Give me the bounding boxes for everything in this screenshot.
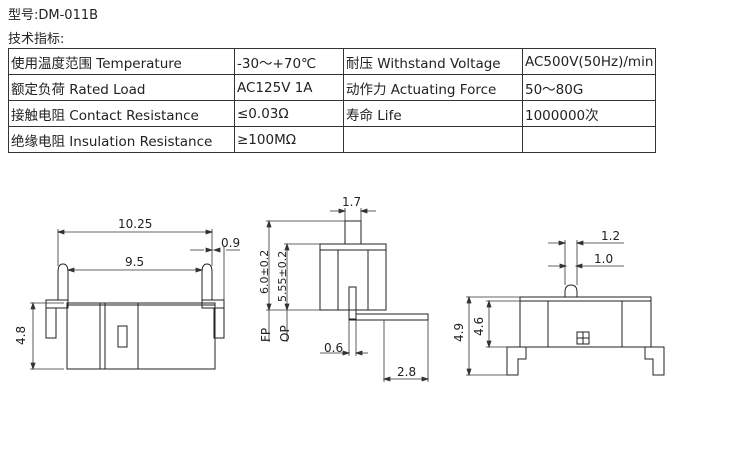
label-op: OP	[278, 325, 292, 342]
spec-cell: 使用温度范围 Temperature	[8, 48, 235, 75]
table-row: 绝缘电阻 Insulation Resistance ≥100MΩ	[8, 126, 657, 153]
spec-cell: AC125V 1A	[234, 74, 344, 101]
dim-overall-width: 10.25	[118, 217, 152, 231]
table-row: 使用温度范围 Temperature -30～+70℃ 耐压 Withstand…	[8, 48, 657, 75]
dim-operating-position: 5.55±0.2	[276, 251, 289, 302]
spec-cell: 额定负荷 Rated Load	[8, 74, 235, 101]
spec-cell	[343, 126, 523, 153]
spec-cell: 动作力 Actuating Force	[343, 74, 523, 101]
dim-actuator-top: 1.2	[601, 229, 620, 243]
spec-cell: ≤0.03Ω	[234, 100, 344, 127]
front-view-dimensions	[30, 229, 240, 371]
table-row: 额定负荷 Rated Load AC125V 1A 动作力 Actuating …	[8, 74, 657, 101]
front-view	[45, 263, 225, 370]
dim-actuator-width: 1.7	[342, 195, 361, 209]
dim-pin-width: 0.9	[221, 236, 240, 250]
side-view-dimensions	[266, 208, 430, 382]
spec-cell: 绝缘电阻 Insulation Resistance	[8, 126, 235, 153]
dim-actuator-base: 1.0	[594, 252, 613, 266]
dim-front-height: 4.8	[14, 326, 28, 345]
side-view	[319, 220, 429, 321]
model-number: 型号:DM-011B	[8, 8, 99, 23]
dim-pin-thickness: 0.6	[324, 341, 343, 355]
dim-free-position: 6.0±0.2	[258, 250, 271, 294]
spec-table: 使用温度范围 Temperature -30～+70℃ 耐压 Withstand…	[8, 48, 657, 153]
right-view-dimensions	[466, 240, 624, 377]
dim-pin-length: 2.8	[397, 365, 416, 379]
spec-cell: ≥100MΩ	[234, 126, 344, 153]
dim-right-height-total: 4.9	[452, 323, 466, 342]
dim-right-height-body: 4.6	[472, 317, 486, 336]
label-fp: FP	[259, 328, 273, 342]
spec-title: 技术指标:	[8, 32, 65, 47]
spec-cell: AC500V(50Hz)/min	[521, 48, 657, 75]
dim-inner-width: 9.5	[125, 255, 144, 269]
spec-cell: 接触电阻 Contact Resistance	[8, 100, 235, 127]
spec-cell: 50～80G	[521, 74, 657, 101]
spec-cell	[521, 126, 657, 153]
right-view	[506, 284, 665, 376]
spec-cell: 耐压 Withstand Voltage	[343, 48, 523, 75]
